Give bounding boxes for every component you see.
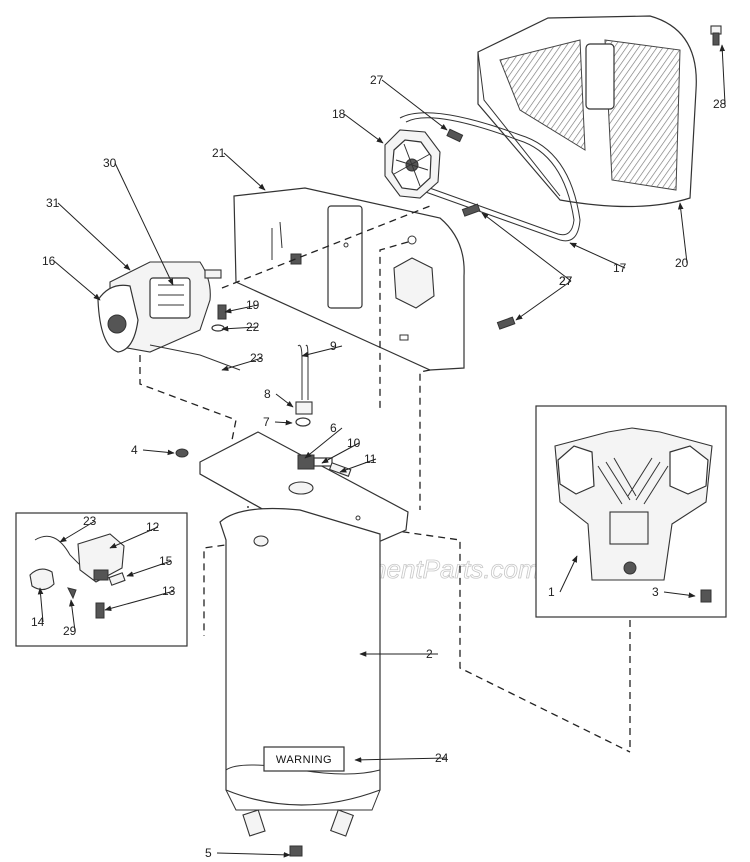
callout-c13: 13 bbox=[162, 584, 176, 598]
leader-c13 bbox=[104, 590, 175, 612]
motor bbox=[97, 261, 241, 371]
callout-c27b: 27 bbox=[559, 274, 573, 288]
pulley-18 bbox=[384, 129, 441, 199]
callout-c14: 14 bbox=[31, 615, 45, 629]
leader-c19 bbox=[224, 304, 259, 314]
screws-27 bbox=[446, 128, 516, 330]
callout-c28: 28 bbox=[713, 97, 727, 111]
leader-c7 bbox=[274, 419, 293, 426]
callout-c11: 11 bbox=[364, 452, 377, 466]
leader-c28 bbox=[719, 44, 726, 105]
belt-guard-plate bbox=[233, 187, 465, 371]
leader-c30 bbox=[114, 162, 174, 286]
leader-c10 bbox=[321, 442, 360, 464]
belt-guard-cover bbox=[477, 15, 697, 208]
pressure-switch-inset bbox=[15, 512, 188, 647]
leader-c27b bbox=[481, 212, 572, 282]
callout-c27a: 27 bbox=[370, 73, 384, 87]
callout-c5: 5 bbox=[205, 846, 212, 860]
leader-c12 bbox=[109, 526, 159, 549]
nut-4 bbox=[175, 448, 189, 458]
leader-c27a bbox=[381, 79, 448, 131]
leader-c6 bbox=[304, 427, 343, 459]
leader-c17 bbox=[569, 242, 626, 269]
leader-c8 bbox=[275, 393, 294, 408]
callout-c4: 4 bbox=[131, 443, 138, 457]
callout-c10: 10 bbox=[347, 436, 361, 450]
leader-c31 bbox=[57, 202, 131, 271]
callout-c1: 1 bbox=[548, 585, 555, 599]
leader-c14 bbox=[37, 587, 44, 623]
warning-label: WARNING bbox=[263, 746, 345, 772]
leader-c24 bbox=[354, 757, 448, 763]
leader-c3 bbox=[663, 591, 696, 598]
drive-belt bbox=[399, 112, 581, 242]
leader-c18 bbox=[343, 113, 384, 144]
callout-c31: 31 bbox=[46, 196, 60, 210]
callout-c16: 16 bbox=[42, 254, 56, 268]
leader-c16 bbox=[53, 260, 101, 301]
callout-c24: 24 bbox=[435, 751, 449, 765]
pump-inset bbox=[535, 405, 727, 618]
leader-c27c bbox=[515, 280, 572, 321]
callout-c18: 18 bbox=[332, 107, 346, 121]
leader-c4 bbox=[142, 449, 175, 456]
callout-c27c: 27 bbox=[559, 274, 573, 288]
leader-c15 bbox=[126, 560, 172, 577]
leader-c23b bbox=[59, 520, 96, 543]
callout-c2: 2 bbox=[426, 647, 433, 661]
leader-c29 bbox=[69, 599, 76, 632]
leader-c22 bbox=[221, 325, 259, 332]
warning-label-text: WARNING bbox=[276, 754, 332, 766]
motor-bolt bbox=[211, 304, 227, 332]
callout-c8: 8 bbox=[264, 387, 271, 401]
leader-c20 bbox=[677, 202, 688, 264]
callout-c15: 15 bbox=[159, 554, 173, 568]
fittings bbox=[295, 344, 352, 477]
callout-c7: 7 bbox=[263, 415, 270, 429]
callout-c6: 6 bbox=[330, 421, 337, 435]
leader-c23a bbox=[221, 357, 263, 371]
callout-c17: 17 bbox=[613, 261, 627, 275]
callout-c23b: 23 bbox=[83, 514, 97, 528]
leader-c9 bbox=[301, 345, 343, 358]
leader-c5 bbox=[216, 852, 291, 858]
callout-c9: 9 bbox=[330, 339, 337, 353]
air-tank bbox=[219, 507, 381, 857]
screw-28 bbox=[710, 25, 722, 46]
callout-c30: 30 bbox=[103, 156, 117, 170]
callout-c29: 29 bbox=[63, 624, 77, 638]
leader-c11 bbox=[339, 458, 377, 473]
callout-c23a: 23 bbox=[250, 351, 264, 365]
leader-c1 bbox=[559, 555, 578, 593]
callout-c22: 22 bbox=[246, 320, 260, 334]
callout-c3: 3 bbox=[652, 585, 659, 599]
callout-c21: 21 bbox=[212, 146, 226, 160]
callout-c20: 20 bbox=[675, 256, 689, 270]
callout-c19: 19 bbox=[246, 298, 260, 312]
leader-c21 bbox=[223, 152, 266, 191]
callout-c12: 12 bbox=[146, 520, 160, 534]
